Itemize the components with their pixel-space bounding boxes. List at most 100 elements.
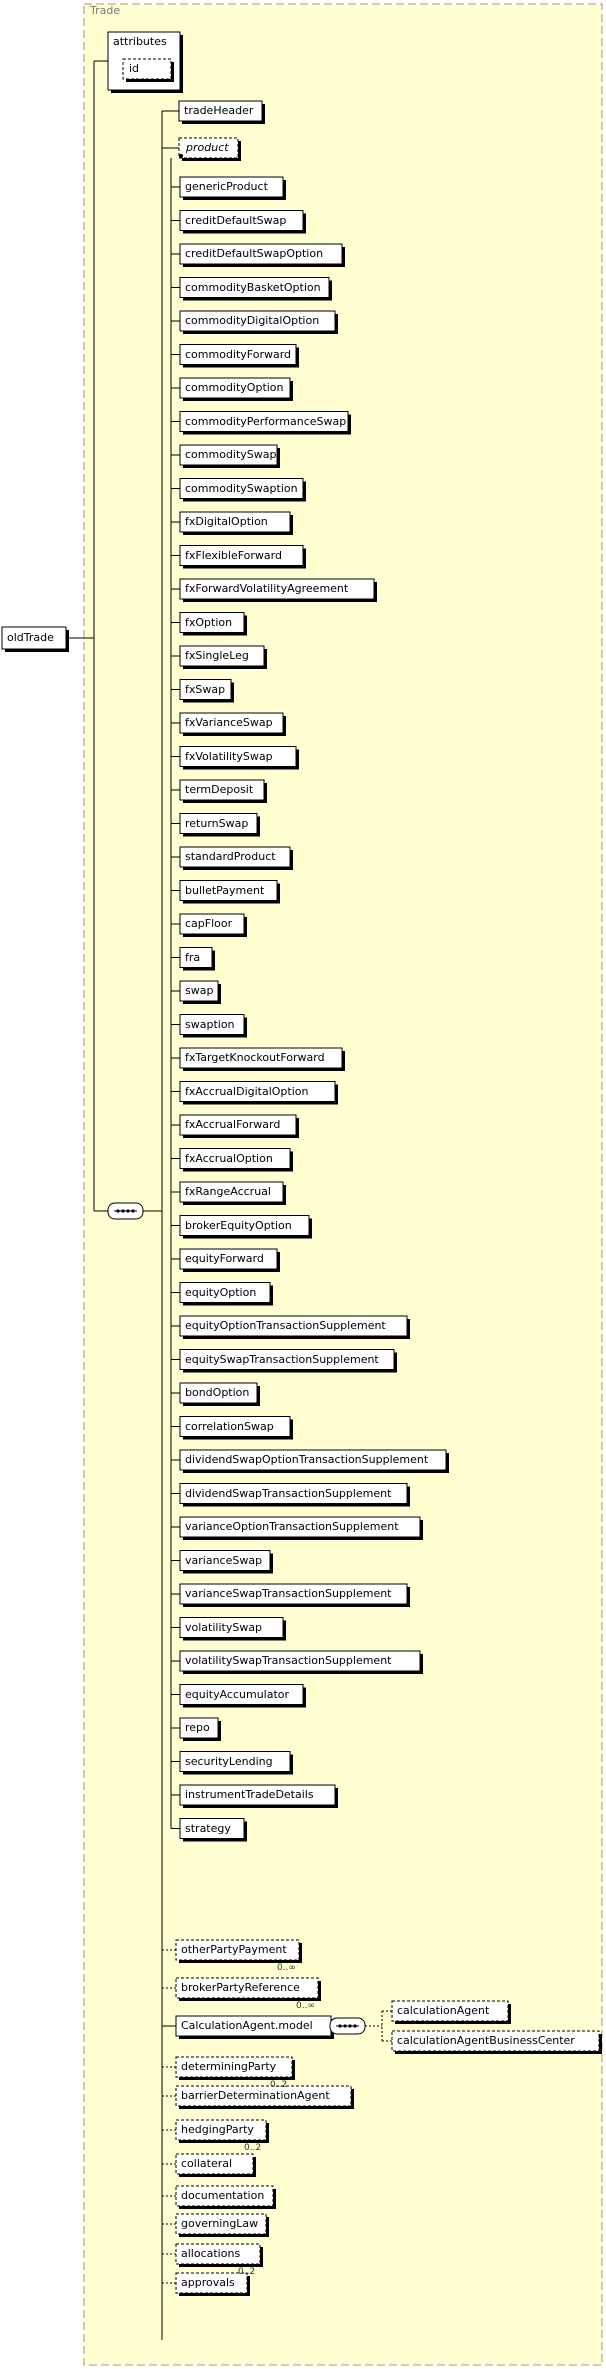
- choice-item-box: [179, 813, 258, 834]
- attributes-label: attributes: [113, 35, 167, 48]
- choice-item-box: [179, 1047, 343, 1069]
- choice-item-box: [179, 1784, 336, 1806]
- choice-item-box: [179, 1684, 304, 1705]
- choice-item-box: [179, 1617, 284, 1638]
- choice-item-label: genericProduct: [185, 180, 268, 193]
- root-label: oldTrade: [7, 631, 54, 644]
- choice-item-label: varianceSwapTransactionSupplement: [185, 1587, 392, 1600]
- tail-item-box: [175, 2119, 267, 2141]
- choice-item-box: [179, 1751, 291, 1772]
- choice-item-box: [179, 846, 291, 868]
- calc-agent-sequence-dot: [348, 2024, 352, 2028]
- choice-item-label: correlationSwap: [185, 1419, 274, 1433]
- choice-item-label: equityAccumulator: [185, 1687, 290, 1701]
- trade-header-label: tradeHeader: [184, 104, 254, 117]
- choice-item-box: [179, 210, 304, 231]
- choice-item-label: instrumentTradeDetails: [185, 1788, 314, 1801]
- choice-item-box: [179, 1382, 258, 1404]
- tail-item-label: documentation: [181, 2189, 265, 2202]
- choice-item-label: fxAccrualForward: [185, 1118, 281, 1131]
- choice-item-label: commodityBasketOption: [185, 280, 321, 294]
- tail-item-label: allocations: [181, 2247, 241, 2260]
- choice-item-label: commodityForward: [185, 347, 292, 361]
- choice-item-label: brokerEquityOption: [185, 1218, 292, 1232]
- cardinality-label: 0..2: [238, 2267, 256, 2277]
- sequence-node-dot: [131, 1209, 135, 1213]
- choice-item-label: strategy: [185, 1821, 231, 1835]
- choice-item-box: [179, 1181, 284, 1203]
- choice-item-label: creditDefaultSwapOption: [185, 247, 324, 260]
- choice-item-label: commoditySwaption: [185, 481, 298, 495]
- cardinality-label: 0..2: [270, 2080, 288, 2090]
- choice-item-label: dividendSwapTransactionSupplement: [185, 1486, 392, 1500]
- choice-item-label: equityForward: [185, 1252, 264, 1265]
- tail-item-box: [175, 2213, 267, 2235]
- choice-item-box: [179, 243, 343, 265]
- choice-item-box: [179, 277, 330, 298]
- choice-item-box: [179, 1483, 408, 1504]
- choice-item-box: [179, 645, 265, 667]
- choice-item-box: [179, 1014, 245, 1035]
- choice-item-box: [179, 1449, 447, 1471]
- choice-item-box: [179, 1315, 408, 1337]
- choice-item-label: securityLending: [185, 1754, 273, 1768]
- tail-item-box: [175, 2153, 254, 2175]
- choice-item-box: [179, 545, 304, 566]
- choice-item-box: [179, 1114, 297, 1136]
- choice-item-label: commodityOption: [185, 381, 284, 394]
- choice-item-box: [179, 1349, 395, 1370]
- cardinality-label: 0..∞: [296, 2001, 315, 2011]
- choice-item-box: [179, 1416, 291, 1437]
- choice-item-box: [179, 1215, 310, 1236]
- choice-item-box: [179, 344, 297, 365]
- choice-item-box: [179, 612, 245, 633]
- calc-agent-child-label: calculationAgent: [397, 2004, 490, 2017]
- product-marker: [179, 154, 183, 158]
- product-label: product: [186, 141, 229, 154]
- choice-item-label: fxTargetKnockoutForward: [185, 1051, 325, 1064]
- tail-item-box: [175, 1977, 319, 1999]
- choice-item-box: [179, 1081, 336, 1102]
- tail-item-label: governingLaw: [181, 2217, 259, 2230]
- cardinality-label: 0..∞: [277, 1963, 296, 1973]
- choice-item-label: standardProduct: [185, 850, 276, 863]
- choice-item-label: dividendSwapOptionTransactionSupplement: [185, 1453, 429, 1466]
- calc-agent-child-label: calculationAgentBusinessCenter: [397, 2034, 575, 2047]
- sequence-node-dot: [126, 1209, 130, 1213]
- choice-item-label: fxForwardVolatilityAgreement: [185, 582, 349, 595]
- choice-item-label: returnSwap: [185, 816, 249, 830]
- choice-item-label: fxSwap: [185, 682, 226, 696]
- tail-item-label: hedgingParty: [181, 2123, 254, 2136]
- choice-item-box: [179, 679, 232, 700]
- choice-item-label: volatilitySwapTransactionSupplement: [185, 1654, 392, 1667]
- calc-agent-child-box: [391, 2000, 509, 2022]
- choice-item-box: [179, 511, 291, 533]
- choice-item-box: [179, 478, 304, 499]
- group-title: Trade: [90, 4, 121, 17]
- cardinality-label: 0..2: [244, 2143, 262, 2153]
- tail-item-box: [175, 2085, 352, 2107]
- choice-item-label: fxSingleLeg: [185, 649, 249, 662]
- tail-item-label: approvals: [181, 2276, 235, 2289]
- tail-item-box: [175, 2056, 293, 2078]
- calc-agent-sequence-dot: [338, 2024, 342, 2028]
- choice-item-box: [179, 1818, 245, 1839]
- tail-item-box: [175, 2243, 261, 2265]
- choice-item-box: [179, 779, 265, 801]
- choice-item-box: [179, 913, 245, 935]
- choice-item-box: [179, 176, 284, 198]
- tail-item-label: barrierDeterminationAgent: [181, 2089, 330, 2102]
- choice-item-label: varianceOptionTransactionSupplement: [185, 1520, 399, 1533]
- choice-item-label: creditDefaultSwap: [185, 213, 287, 227]
- trade-group-box: [83, 3, 603, 2366]
- choice-item-label: equitySwapTransactionSupplement: [185, 1352, 379, 1366]
- choice-item-box: [179, 1282, 271, 1303]
- choice-item-label: fxOption: [185, 615, 233, 629]
- choice-item-box: [179, 310, 336, 332]
- choice-item-label: fxAccrualDigitalOption: [185, 1084, 309, 1098]
- tail-item-box: [175, 2272, 248, 2294]
- choice-item-label: termDeposit: [185, 783, 254, 796]
- choice-item-label: fxVarianceSwap: [185, 716, 273, 729]
